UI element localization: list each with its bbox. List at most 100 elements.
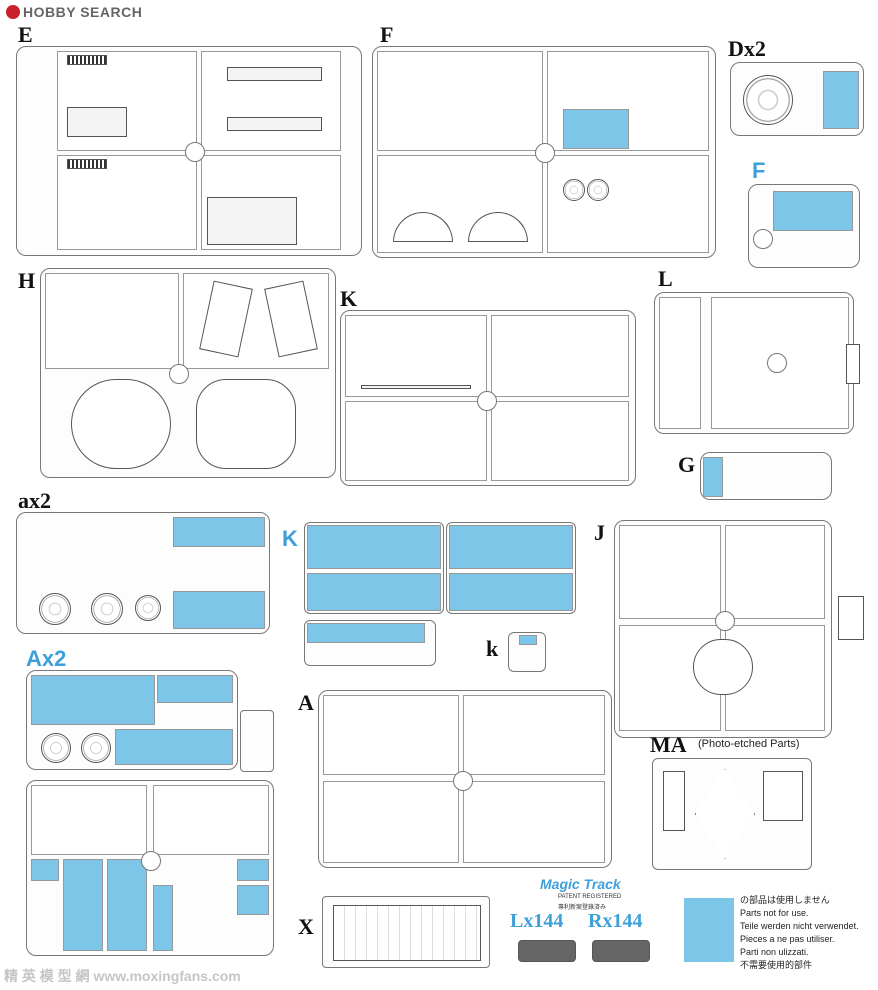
hobby-search-logo-icon [6,5,20,19]
label-sprue-ax2-upper: Ax2 [26,646,67,671]
hull-part [67,107,127,137]
sprue-ax2 [16,512,270,634]
sprocket-wheel [39,593,71,625]
grille-part [67,159,107,169]
turret-floor-part [196,379,296,469]
sprue-gate [753,229,773,249]
hull-bottom-part [333,905,481,961]
label-sprue-g: G [678,452,696,477]
sprue-gate [185,142,205,162]
legend-swatch [684,898,734,962]
label-sprue-x: X [298,914,314,939]
sprue-e-section [57,155,197,250]
sprue-ax2-unused-part [173,591,265,629]
sprue-k-blue-unused-part [307,623,425,643]
sprue-ax2-upper-unused-part [157,675,233,703]
sprue-gate [767,353,787,373]
label-sprue-ax2: ax2 [18,488,51,513]
label-sprue-dx2: Dx2 [728,36,766,61]
label-sprue-l: L [658,266,673,291]
sprue-gate [453,771,473,791]
magic-track-patent-cn: 專利新案登錄済み [558,905,607,911]
sprue-gate [715,611,735,631]
track-link-right [592,940,650,962]
label-sprue-a: A [298,690,314,715]
watermark: 精 英 模 型 網 www.moxingfans.com [4,968,241,984]
hull-part [207,197,297,245]
sprue-h [40,268,336,478]
sprue-ax2-side [240,710,274,772]
sprocket-wheel [91,593,123,625]
ma-subtitle: (Photo-etched Parts) [698,738,800,750]
sprue-f-section [547,155,709,253]
sprue-a-section [323,695,459,775]
sprue-a [318,690,612,868]
etched-part [663,771,685,831]
sprue-e-section [201,51,341,151]
sprue-ax2-lower-unused-part [237,885,269,915]
sprue-a-section [463,781,605,863]
label-sprue-ma: MA [650,732,687,757]
sprue-k-small-unused-part [519,635,537,645]
sprue-k-blue-unused-part [449,573,573,611]
brand-name: HOBBY SEARCH [23,4,143,20]
sprue-h-section [45,273,179,369]
legend-line: Pieces a ne pas utiliser. [740,934,835,944]
sprue-l [654,292,854,434]
sprue-l-section [659,297,701,429]
sprue-j-tab [838,596,864,640]
sprue-gate [535,143,555,163]
sprue-k [340,310,636,486]
legend-line: の部品は使用しません [740,895,830,905]
header-logo: HOBBY SEARCH [6,4,142,20]
sprue-f-small-unused-part [773,191,853,231]
legend-text: の部品は使用しません Parts not for use. Teile werd… [740,894,859,972]
track-left-label: Lx144 [510,910,564,932]
sprue-f [372,46,716,258]
sprue-ax2-unused-part [173,517,265,547]
grille-part [67,55,107,65]
sprue-k-blue-bottom [304,620,436,666]
sprue-k-blue [304,522,444,614]
label-sprue-e: E [18,22,33,47]
hull-part [227,117,322,131]
road-wheel [743,75,793,125]
sprue-k-section [345,401,487,481]
sprue-k-small [508,632,546,672]
sprue-k-blue-unused-part [307,573,441,611]
etched-part [695,769,755,859]
sprue-k-section [491,315,629,397]
sprue-x [322,896,490,968]
etched-part [763,771,803,821]
label-sprue-f: F [380,22,394,47]
label-sprue-j: J [594,520,605,545]
hull-part [227,67,322,81]
sprue-a-section [463,695,605,775]
sprue-f-unused-part [563,109,629,149]
legend-line: Parts not for use. [740,908,809,918]
sprue-k-blue-right [446,522,576,614]
sprue-ax2-lower-unused-part [63,859,103,951]
sprue-j [614,520,832,738]
sprue-dx2-unused-part [823,71,859,129]
sprue-ax2-upper-unused-part [115,729,233,765]
track-right-label: Rx144 [588,910,643,932]
sprue-ax2-lower-unused-part [107,859,147,951]
sprocket-wheel [563,179,585,201]
sprue-j-section [619,525,721,619]
sprue-f-small [748,184,860,268]
sprue-k-section [491,401,629,481]
track-link-left [518,940,576,962]
hatch-part [693,639,753,695]
sprue-gate [169,364,189,384]
sprue-ax2-lower-unused-part [153,885,173,951]
label-sprue-h: H [18,268,36,293]
sprue-k-blue-unused-part [449,525,573,569]
sprue-ma-photo-etched [652,758,812,870]
label-sprue-k-blue: K [282,526,298,551]
label-sprue-k-small: k [486,636,499,661]
sprue-gate [477,391,497,411]
sprue-ax2-upper [26,670,238,770]
sprue-g-unused-part [703,457,723,497]
sprue-gate [141,851,161,871]
